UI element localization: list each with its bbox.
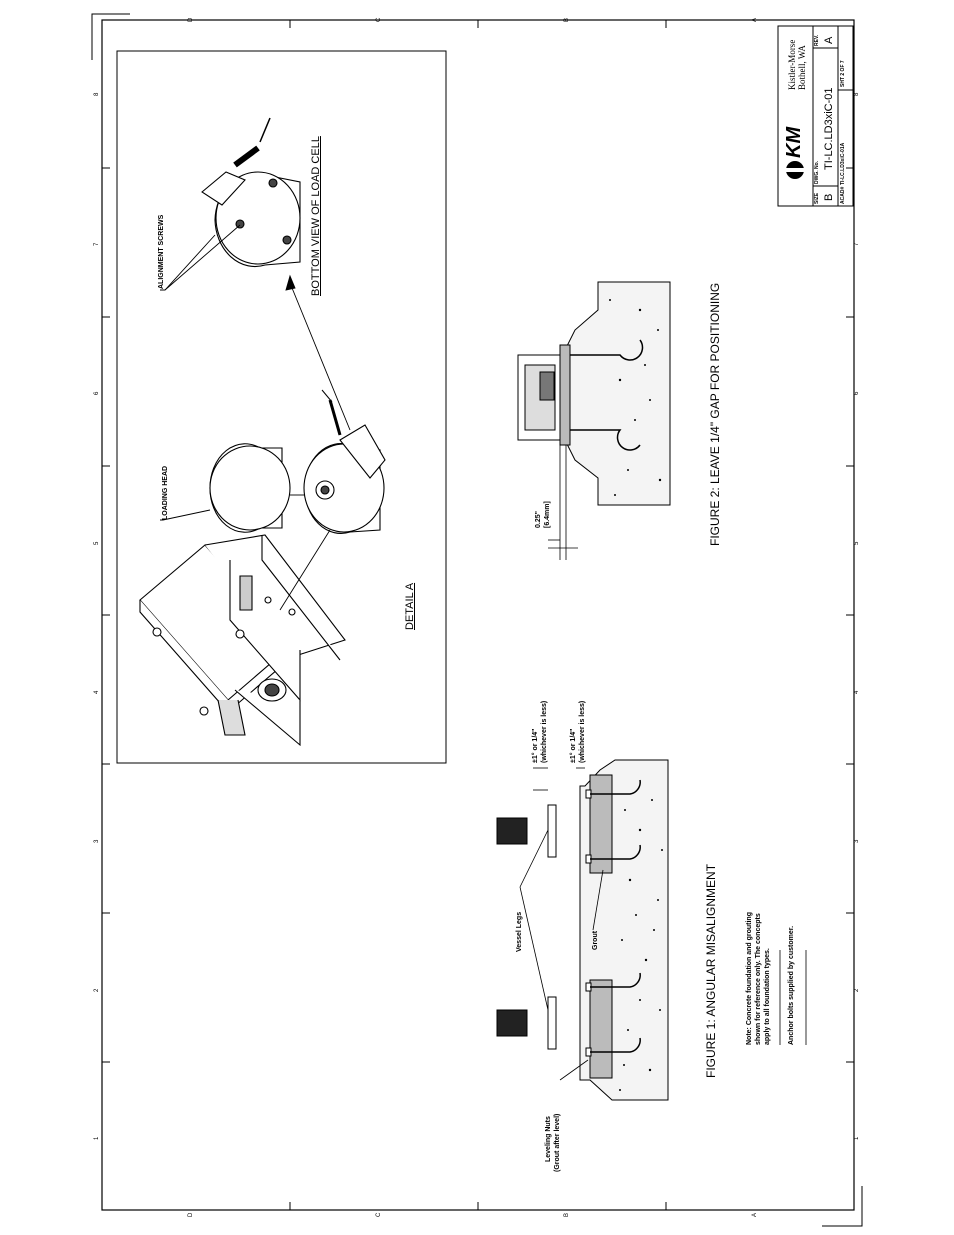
zone-number-right-1: 1 bbox=[854, 1136, 860, 1140]
dwg-label: DWG. No. bbox=[814, 160, 820, 184]
bottom-view-load-cell-drawing bbox=[201, 117, 301, 268]
note-line-1: Note: Concrete foundation and grouting bbox=[746, 912, 753, 1045]
misalign-dim-2: ±1° or 1/4" bbox=[570, 728, 577, 763]
rev-value: A bbox=[823, 36, 835, 44]
figure1-caption: FIGURE 1: ANGULAR MISALIGNMENT bbox=[704, 863, 718, 1078]
mounting-assembly-drawing bbox=[139, 534, 346, 747]
zone-number-right-4: 4 bbox=[854, 690, 860, 694]
figure1-drawing bbox=[496, 759, 669, 1101]
zone-number-left-7: 7 bbox=[94, 242, 100, 246]
size-value: B bbox=[823, 193, 835, 201]
zone-number-left-1: 1 bbox=[94, 1136, 100, 1140]
size-label: SIZE bbox=[814, 192, 820, 204]
title-block-frame bbox=[777, 25, 854, 207]
grout-label: Grout bbox=[592, 930, 599, 950]
zone-letter-top-b: B bbox=[564, 17, 570, 22]
gap-dim-metric: [6.4mm] bbox=[544, 501, 551, 528]
zone-number-right-5: 5 bbox=[854, 541, 860, 545]
zone-number-right-6: 6 bbox=[854, 391, 860, 395]
dwg-value: TI-LC.LD3xiC-01 bbox=[823, 87, 835, 170]
figure2-caption: FIGURE 2: LEAVE 1/4" GAP FOR POSITIONING bbox=[708, 282, 722, 546]
acad-label: ACAD# bbox=[840, 186, 846, 204]
zone-number-left-4: 4 bbox=[94, 690, 100, 694]
zone-number-left-3: 3 bbox=[94, 839, 100, 843]
detail-a-frame bbox=[116, 50, 447, 764]
company-name: Kistler-Morse bbox=[787, 39, 797, 90]
gap-dim-value: 0.25" bbox=[535, 511, 542, 528]
misalign-dim-1-note: (whichever is less) bbox=[541, 700, 548, 763]
zone-letter-bottom-b: B bbox=[564, 1212, 570, 1217]
vessel-legs-label: Vessel Legs bbox=[516, 911, 523, 952]
zone-ticks bbox=[102, 20, 854, 1210]
bottom-view-title: BOTTOM VIEW OF LOAD CELL bbox=[310, 136, 322, 296]
anchor-note: Anchor bolts supplied by customer. bbox=[788, 925, 795, 1045]
zone-letter-top-d: D bbox=[188, 17, 194, 22]
note-rules bbox=[779, 950, 807, 1045]
zone-letter-bottom-d: D bbox=[188, 1212, 194, 1217]
zone-number-left-2: 2 bbox=[94, 988, 100, 992]
figure2-drawing bbox=[517, 281, 671, 560]
leveling-nuts-note: (Grout after level) bbox=[554, 1113, 561, 1172]
load-cell-drawing bbox=[303, 389, 386, 534]
rev-label: REV. bbox=[814, 34, 820, 46]
leveling-nuts-label: Leveling Nuts bbox=[545, 1116, 552, 1162]
logo-text: KM bbox=[783, 126, 805, 158]
note-line-3: apply to all foundation types. bbox=[764, 948, 771, 1045]
note-line-2: shown for reference only. The concepts bbox=[755, 913, 762, 1045]
zone-number-left-6: 6 bbox=[94, 391, 100, 395]
km-logo bbox=[786, 161, 804, 179]
alignment-screws-label: ALIGNMENT SCREWS bbox=[158, 214, 165, 289]
zone-number-left-8: 8 bbox=[94, 92, 100, 96]
loading-head-drawing bbox=[209, 443, 291, 533]
zone-letter-bottom-c: C bbox=[376, 1212, 382, 1217]
zone-number-right-8: 8 bbox=[854, 92, 860, 96]
zone-letter-top-c: C bbox=[376, 17, 382, 22]
zone-number-left-5: 5 bbox=[94, 541, 100, 545]
zone-number-right-7: 7 bbox=[854, 242, 860, 246]
sheet-value: SHT 2 OF 7 bbox=[840, 60, 846, 87]
zone-number-right-3: 3 bbox=[854, 839, 860, 843]
detail-leaders bbox=[160, 224, 351, 611]
crop-marks bbox=[91, 13, 863, 1227]
misalign-dim-2-note: (whichever is less) bbox=[579, 700, 586, 763]
zone-letter-top-a: A bbox=[752, 17, 758, 22]
detail-a-title: DETAIL A bbox=[404, 582, 416, 630]
loading-head-label: LOADING HEAD bbox=[162, 465, 169, 520]
company-location: Bothell, WA bbox=[797, 45, 807, 90]
acad-value: TI-LC.LD3xiC-01A bbox=[840, 142, 846, 185]
zone-number-right-2: 2 bbox=[854, 988, 860, 992]
zone-letter-bottom-a: A bbox=[752, 1212, 758, 1217]
misalign-dim-1: ±1° or 1/4" bbox=[532, 728, 539, 763]
